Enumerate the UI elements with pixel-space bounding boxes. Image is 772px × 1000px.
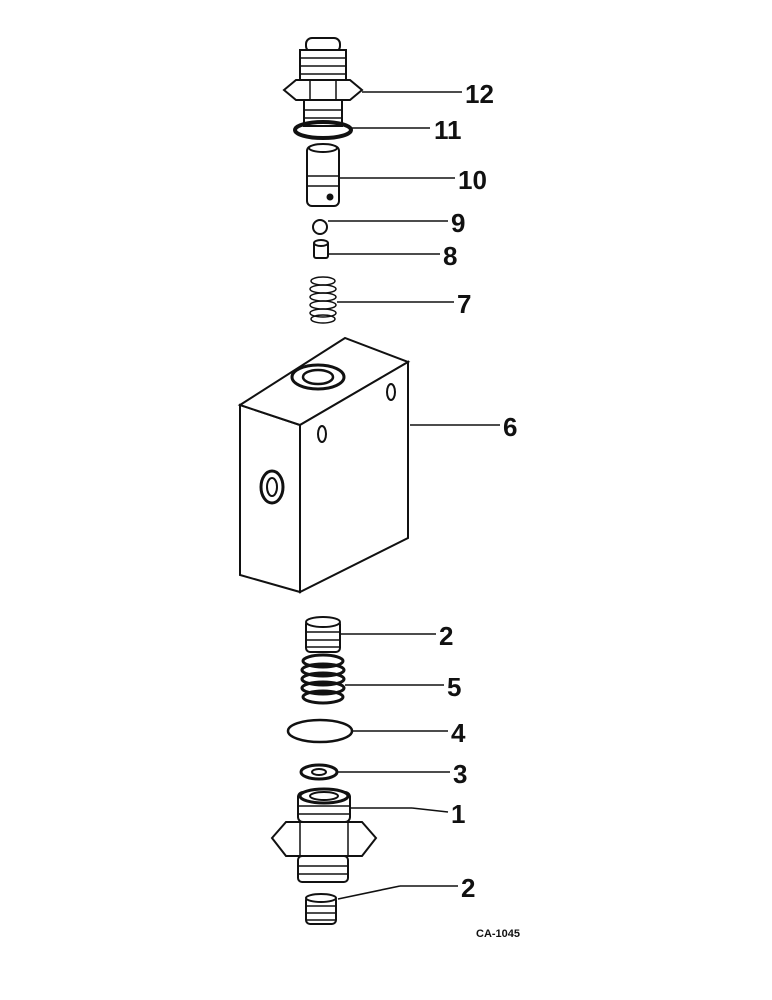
part-3-washer (299, 763, 339, 781)
part-7-spring (309, 276, 337, 324)
part-2-plug-lower (305, 893, 337, 925)
callout-7: 7 (457, 289, 471, 319)
drawing-code: CA-1045 (476, 928, 520, 940)
callout-5: 5 (447, 672, 461, 702)
part-9-ball (312, 219, 328, 235)
callout-6: 6 (503, 412, 517, 442)
callout-11: 11 (434, 115, 462, 145)
callout-2-upper: 2 (439, 621, 453, 651)
callout-8: 8 (443, 241, 457, 271)
callout-12: 12 (465, 79, 494, 109)
part-5-spring (300, 653, 346, 705)
part-12-fitting (282, 37, 364, 127)
callout-4: 4 (451, 718, 466, 748)
part-2-plug-upper (305, 616, 341, 653)
callout-3: 3 (453, 759, 467, 789)
part-1-fitting (270, 787, 378, 883)
part-8-seat (313, 239, 329, 259)
part-6-valve-block (237, 336, 411, 594)
callout-2-lower: 2 (461, 873, 475, 903)
callout-10: 10 (458, 165, 487, 195)
callout-1: 1 (451, 799, 465, 829)
callout-9: 9 (451, 208, 465, 238)
part-4-washer (286, 718, 354, 744)
part-10-poppet (306, 143, 340, 207)
leader-lines (328, 91, 500, 900)
part-11-o-ring (293, 120, 353, 140)
